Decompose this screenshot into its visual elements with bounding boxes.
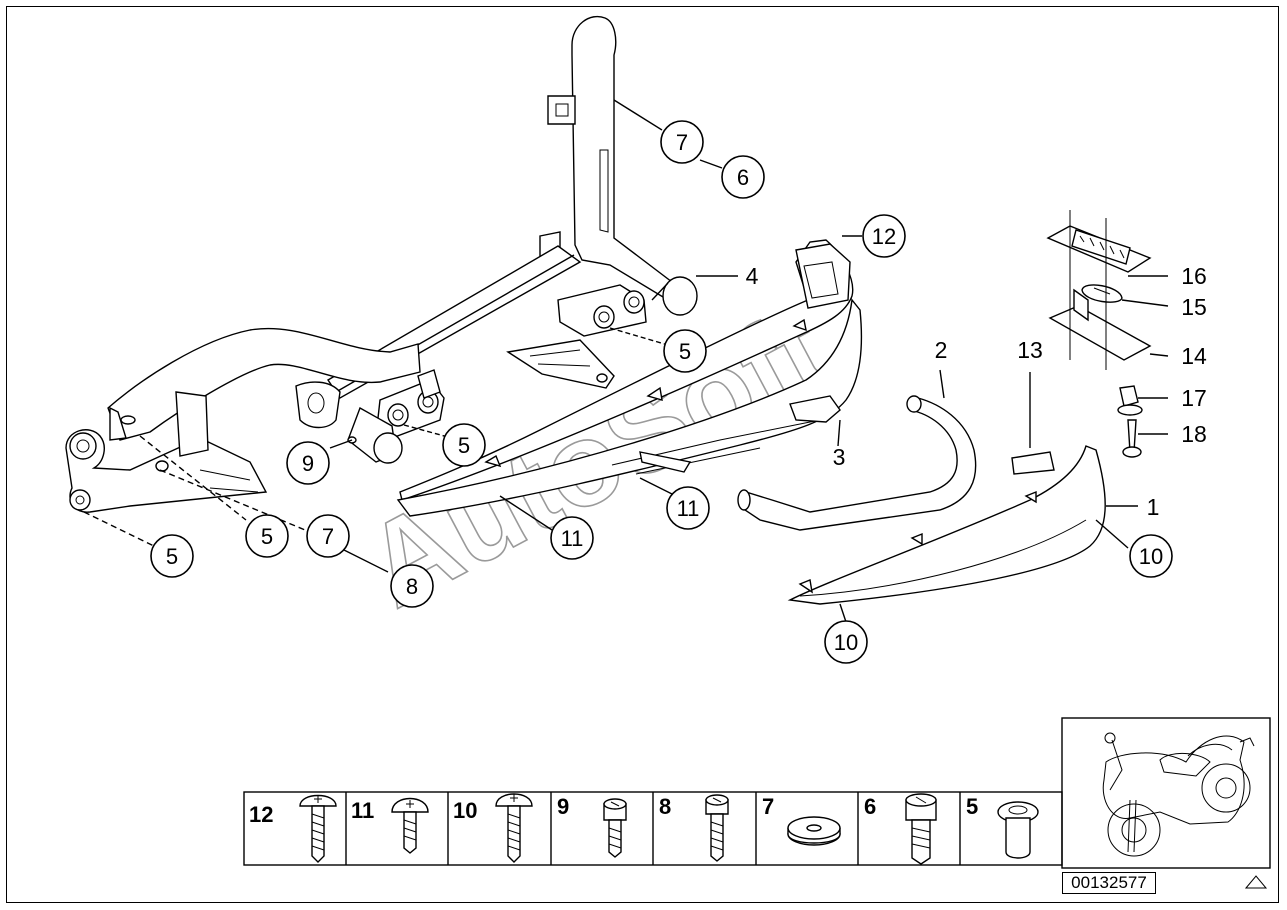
- reference-number: 00132577: [1062, 872, 1156, 894]
- callout-5-middle: 5: [442, 423, 486, 467]
- label-3: 3: [833, 444, 846, 470]
- callout-9: 9: [286, 441, 330, 485]
- spacer-5-icon: [997, 801, 1039, 859]
- leader-lines: [83, 99, 1169, 623]
- svg-text:10: 10: [1139, 544, 1163, 569]
- label-2: 2: [935, 337, 948, 363]
- svg-text:5: 5: [679, 339, 691, 364]
- fastener-label-9: 9: [557, 794, 569, 819]
- callout-5-upper: 5: [663, 329, 707, 373]
- svg-text:9: 9: [302, 451, 314, 476]
- bolt-9-icon: [603, 798, 627, 858]
- side-panel-drawing: [396, 239, 863, 517]
- callout-10-right: 10: [1129, 534, 1173, 578]
- svg-text:7: 7: [322, 524, 334, 549]
- fastener-label-5: 5: [966, 794, 978, 819]
- fastener-label-10: 10: [453, 798, 477, 823]
- washer-7-icon: [787, 816, 841, 846]
- lower-panel-drawing: [787, 445, 1106, 605]
- svg-text:11: 11: [561, 526, 584, 551]
- fastener-table: 12 11 10 9 8 7 6 5: [243, 791, 1063, 866]
- label-18: 18: [1181, 421, 1207, 447]
- label-15: 15: [1181, 294, 1207, 320]
- screw-12-icon: [299, 794, 337, 863]
- bolt-8-icon: [705, 794, 729, 862]
- callout-7-top: 7: [660, 120, 704, 164]
- fastener-label-11: 11: [351, 798, 374, 823]
- label-17: 17: [1181, 385, 1207, 411]
- bolt-6-icon: [905, 793, 937, 865]
- callout-8: 8: [390, 564, 434, 608]
- callout-10-bottom: 10: [824, 620, 868, 664]
- callout-6: 6: [721, 155, 765, 199]
- svg-text:5: 5: [458, 433, 470, 458]
- svg-text:6: 6: [737, 165, 749, 190]
- callout-5-left: 5: [150, 534, 194, 578]
- diagram-frame: [6, 6, 1279, 903]
- screw-10-icon: [495, 793, 533, 863]
- svg-text:8: 8: [406, 574, 418, 599]
- svg-text:5: 5: [166, 544, 178, 569]
- callout-7-bottom: 7: [306, 514, 350, 558]
- fastener-label-6: 6: [864, 794, 876, 819]
- svg-text:11: 11: [677, 496, 700, 521]
- motorcycle-thumbnail: [1061, 717, 1271, 869]
- label-14: 14: [1181, 343, 1207, 369]
- seat-frame-drawing: [65, 15, 698, 513]
- callout-11-left: 11: [550, 516, 594, 560]
- svg-text:12: 12: [872, 224, 896, 249]
- fastener-label-8: 8: [659, 794, 671, 819]
- callout-5-bottom: 5: [245, 514, 289, 558]
- fastener-label-7: 7: [762, 794, 774, 819]
- callout-11-right: 11: [666, 486, 710, 530]
- fastener-label-12: 12: [249, 802, 273, 827]
- label-13: 13: [1017, 337, 1043, 363]
- label-4: 4: [746, 263, 759, 289]
- grab-handle-drawing: [737, 395, 977, 531]
- label-16: 16: [1181, 263, 1207, 289]
- screw-11-icon: [391, 797, 429, 854]
- svg-text:10: 10: [834, 630, 858, 655]
- lamp-holder-drawing: [1046, 210, 1152, 458]
- svg-text:7: 7: [676, 130, 688, 155]
- callout-12: 12: [862, 214, 906, 258]
- label-1: 1: [1147, 494, 1160, 520]
- svg-text:5: 5: [261, 524, 273, 549]
- warning-triangle-icon: [1244, 875, 1268, 889]
- pad-13-drawing: [1011, 372, 1055, 475]
